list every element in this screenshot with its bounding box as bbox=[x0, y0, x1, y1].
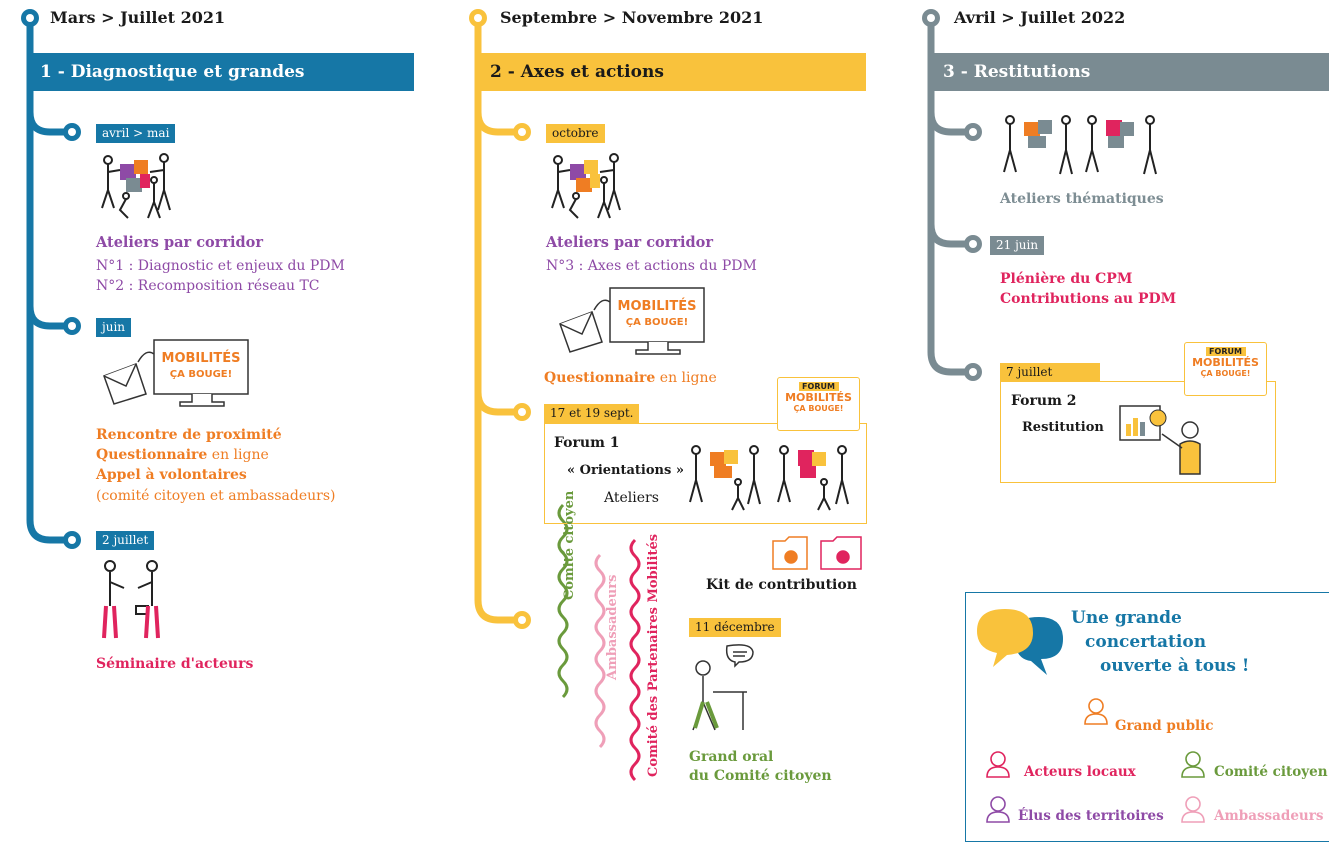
forum-logo-l2: ÇA BOUGE! bbox=[1200, 369, 1251, 378]
forum-puzzle-people-icon bbox=[689, 445, 849, 511]
phase3-period: Avril > Juillet 2022 bbox=[954, 8, 1126, 27]
puzzle-people-icon bbox=[551, 153, 621, 219]
phase1-ateliers-title: Ateliers par corridor bbox=[96, 234, 263, 251]
phase1-questionnaire-rest: en ligne bbox=[207, 447, 269, 463]
forum2-box bbox=[1000, 381, 1276, 483]
forum1-subtitle: « Orientations » bbox=[567, 463, 684, 478]
phase3-tag-7-juillet: 7 juillet bbox=[1000, 363, 1100, 382]
legend-acteurs-locaux: Acteurs locaux bbox=[1024, 764, 1136, 780]
phase1-seminaire: Séminaire d'acteurs bbox=[96, 656, 254, 672]
forum-logo-label: FORUM bbox=[798, 382, 839, 391]
phase1-questionnaire: Questionnaire en ligne bbox=[96, 446, 269, 465]
mobilites-computer-icon: MOBILITÉS ÇA BOUGE! bbox=[103, 339, 249, 407]
mobilites-computer-icon: MOBILITÉS ÇA BOUGE! bbox=[559, 287, 705, 355]
phase3-title: 3 - Restitutions bbox=[933, 53, 1329, 91]
phase2-ateliers-title: Ateliers par corridor bbox=[546, 234, 713, 251]
forum2-title: Forum 2 bbox=[1011, 393, 1077, 409]
phase2-tag-11-decembre: 11 décembre bbox=[689, 618, 781, 637]
person-lightpink-icon bbox=[1181, 796, 1205, 823]
phase1-tag-2-juillet: 2 juillet bbox=[96, 531, 155, 550]
forum-logo-l1: MOBILITÉS bbox=[1192, 356, 1259, 369]
phase2-title: 2 - Axes et actions bbox=[480, 53, 866, 91]
folder-gear-icons bbox=[772, 536, 862, 570]
phase1-ateliers-line2: N°2 : Recomposition réseau TC bbox=[96, 278, 320, 294]
forum-logo-l1: MOBILITÉS bbox=[785, 391, 852, 404]
phase3-ateliers: Ateliers thématiques bbox=[1000, 191, 1164, 207]
phase1-tag-avril-mai: avril > mai bbox=[96, 124, 176, 143]
committee-cpm: Comité des Partenaires Mobilités bbox=[646, 533, 661, 777]
legend-title-line2: concertation bbox=[1085, 632, 1207, 652]
speaker-desk-icon bbox=[692, 644, 754, 731]
phase3-tag-21-juin: 21 juin bbox=[990, 236, 1045, 255]
person-green-icon bbox=[1181, 751, 1205, 778]
legend-title-line1: Une grande bbox=[1071, 608, 1182, 628]
forum-logo-l2: ÇA BOUGE! bbox=[793, 404, 844, 413]
cpm-wave bbox=[629, 538, 641, 782]
person-purple-icon bbox=[986, 796, 1010, 823]
legend-title-line3: ouverte à tous ! bbox=[1100, 656, 1250, 676]
forum1-box bbox=[544, 423, 867, 524]
phase2-questionnaire: Questionnaire en ligne bbox=[544, 369, 717, 388]
committee-ambassadeurs: Ambassadeurs bbox=[605, 574, 620, 680]
phase1-period: Mars > Juillet 2021 bbox=[50, 8, 226, 27]
svg-text:MOBILITÉS: MOBILITÉS bbox=[618, 298, 697, 314]
legend-grand-public: Grand public bbox=[1115, 718, 1214, 734]
phase2-questionnaire-rest: en ligne bbox=[655, 370, 717, 386]
puzzle-people-icon bbox=[1003, 115, 1157, 175]
forum-logo-label: FORUM bbox=[1205, 347, 1246, 356]
committee-comite-citoyen: Comité citoyen bbox=[562, 490, 577, 600]
forum2-subtitle: Restitution bbox=[1022, 420, 1104, 435]
legend-comite-citoyen: Comité citoyen bbox=[1214, 764, 1328, 780]
phase1-tag-juin: juin bbox=[96, 318, 132, 337]
presenter-chart-icon bbox=[1119, 405, 1201, 475]
svg-text:MOBILITÉS: MOBILITÉS bbox=[162, 350, 241, 366]
forum-logo: FORUM MOBILITÉS ÇA BOUGE! bbox=[777, 377, 860, 431]
svg-text:ÇA BOUGE!: ÇA BOUGE! bbox=[626, 317, 688, 328]
ambassadeurs-wave bbox=[594, 553, 606, 749]
phase2-tag-17-19-sept: 17 et 19 sept. bbox=[544, 404, 640, 423]
legend-elus: Élus des territoires bbox=[1018, 808, 1164, 824]
person-pink-icon bbox=[986, 751, 1010, 778]
handshake-people-icon bbox=[102, 560, 160, 639]
phase1-rencontre: Rencontre de proximité bbox=[96, 427, 282, 443]
comite-citoyen-wave bbox=[557, 503, 569, 699]
phase2-ateliers-line1: N°3 : Axes et actions du PDM bbox=[546, 258, 757, 274]
phase2-questionnaire-bold: Questionnaire bbox=[544, 370, 656, 386]
legend-ambassadeurs: Ambassadeurs bbox=[1214, 808, 1324, 824]
phase1-appel: Appel à volontaires bbox=[96, 467, 247, 483]
phase2-period: Septembre > Novembre 2021 bbox=[500, 8, 764, 27]
forum1-title: Forum 1 bbox=[554, 435, 620, 451]
svg-text:ÇA BOUGE!: ÇA BOUGE! bbox=[170, 369, 232, 380]
person-orange-icon bbox=[1084, 698, 1108, 725]
phase3-pleniere-line1: Plénière du CPM bbox=[1000, 271, 1133, 287]
phase1-appel-sub: (comité citoyen et ambassadeurs) bbox=[96, 488, 336, 504]
phase2-tag-octobre: octobre bbox=[546, 124, 605, 143]
oral-line1: Grand oral bbox=[689, 749, 774, 765]
puzzle-people-icon bbox=[101, 153, 171, 219]
phase1-title: 1 - Diagnostique et grandes orientations bbox=[30, 53, 414, 120]
forum-logo: FORUM MOBILITÉS ÇA BOUGE! bbox=[1184, 342, 1267, 396]
phase3-pleniere-line2: Contributions au PDM bbox=[1000, 291, 1177, 307]
phase1-questionnaire-bold: Questionnaire bbox=[96, 447, 208, 463]
phase1-ateliers-line1: N°1 : Diagnostic et enjeux du PDM bbox=[96, 258, 345, 274]
speech-bubbles-icon bbox=[977, 609, 1063, 675]
forum1-ateliers: Ateliers bbox=[604, 490, 659, 506]
kit-contribution: Kit de contribution bbox=[706, 577, 857, 593]
oral-line2: du Comité citoyen bbox=[689, 768, 832, 784]
